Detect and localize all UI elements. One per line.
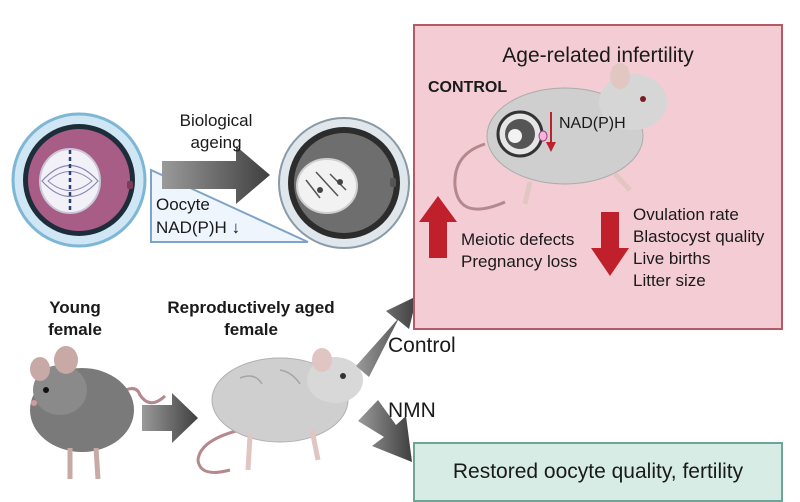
- increased-item: Meiotic defects: [461, 230, 575, 249]
- oocyte-label: Oocyte: [156, 195, 210, 214]
- young-female-label: Young female: [48, 298, 102, 340]
- aged-mouse-icon: [196, 348, 363, 474]
- infertility-panel: Age-related infertility CONTROL NAD(P)H …: [413, 24, 783, 330]
- aged-female-label: Reproductively aged female: [167, 298, 335, 340]
- biological-ageing-label: Biological ageing: [179, 111, 253, 153]
- control-arrow-label: Control: [388, 334, 456, 357]
- decreased-list: Ovulation rate Blastocyst quality Live b…: [633, 204, 764, 292]
- ageing-arrow: [162, 146, 270, 204]
- young-mouse-icon: [30, 346, 167, 479]
- nadph-triangle-row: NAD(P)H ↓: [156, 217, 240, 239]
- decreased-item: Ovulation rate: [633, 205, 739, 224]
- decreased-item: Live births: [633, 249, 711, 269]
- nmn-arrow: [358, 400, 412, 462]
- young-oocyte-icon: [11, 112, 147, 248]
- restored-panel: Restored oocyte quality, fertility: [413, 442, 783, 502]
- nadph-triangle-label: NAD(P)H: [156, 218, 227, 237]
- control-label: CONTROL: [428, 79, 508, 96]
- infertility-title: Age-related infertility: [502, 44, 694, 67]
- restored-title: Restored oocyte quality, fertility: [452, 460, 744, 483]
- decreased-item: Litter size: [633, 271, 706, 291]
- young-to-aged-arrow: [142, 393, 198, 443]
- control-arrow: [356, 296, 417, 377]
- down-arrow-icon: ↓: [231, 218, 241, 237]
- control-nadph-label: NAD(P)H: [559, 115, 626, 132]
- diagram-graphics: [11, 112, 417, 479]
- decreased-item: Blastocyst quality: [633, 227, 765, 247]
- control-mouse-graphic: [419, 63, 667, 276]
- aged-oocyte-icon: [278, 117, 410, 249]
- increased-list: Meiotic defects Pregnancy loss: [461, 229, 577, 273]
- increased-item: Pregnancy loss: [461, 252, 578, 272]
- nmn-arrow-label: NMN: [388, 399, 436, 422]
